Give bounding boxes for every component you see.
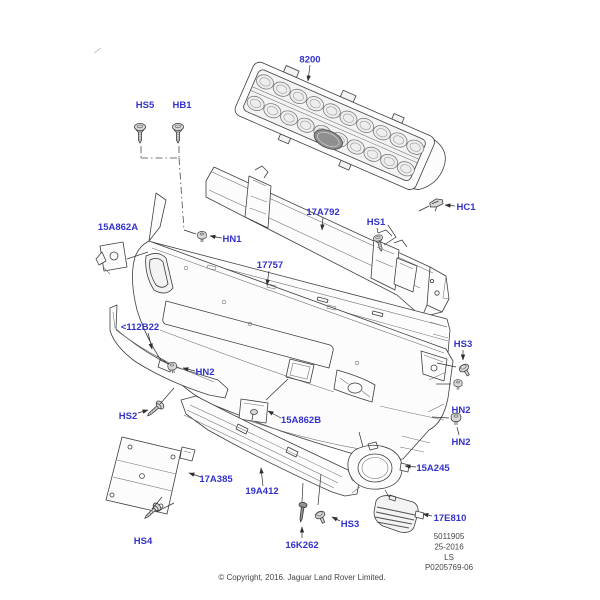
tick-mark xyxy=(93,47,102,54)
callout-15a862a[interactable]: 15A862A xyxy=(98,222,138,233)
screw-icon-hs3-right xyxy=(457,362,473,379)
callout-hs2[interactable]: HS2 xyxy=(119,411,137,422)
bracket-15a862b xyxy=(238,398,269,424)
radiator-grille-8200 xyxy=(234,61,446,191)
valance-19a412 xyxy=(180,395,361,497)
callout-112b22[interactable]: <112B22 xyxy=(121,322,159,333)
nut-icon-hn2-right-upper xyxy=(453,379,463,390)
callout-15a862b[interactable]: 15A862B xyxy=(281,415,321,426)
nut-icon-hn1 xyxy=(197,231,207,243)
callout-17a385[interactable]: 17A385 xyxy=(199,474,233,485)
stamp-line-3: LS xyxy=(444,553,454,562)
clip-icon-hc1 xyxy=(428,197,445,213)
copyright-notice: © Copyright, 2016. Jaguar Land Rover Lim… xyxy=(218,573,385,582)
callout-19a412[interactable]: 19A412 xyxy=(245,486,278,497)
callout-hs3-bottom[interactable]: HS3 xyxy=(341,519,359,530)
stamp-line-1: 5011905 xyxy=(434,532,465,541)
callout-15a245[interactable]: 15A245 xyxy=(416,463,450,474)
callout-8200[interactable]: 8200 xyxy=(299,55,320,66)
stamp-line-4: P0205769-06 xyxy=(425,563,474,572)
foglamp-grille-17e810 xyxy=(373,494,425,533)
callout-hs1[interactable]: HS1 xyxy=(367,217,386,228)
callout-hc1[interactable]: HC1 xyxy=(456,202,476,213)
screw-icon-hs2 xyxy=(144,399,166,420)
callout-hs5[interactable]: HS5 xyxy=(136,100,155,111)
leader-lines xyxy=(126,64,466,538)
callout-hn2-right-upper[interactable]: HN2 xyxy=(451,405,470,416)
drawing-stamp: 5011905 25-2016 LS P0205769-06 xyxy=(425,532,474,572)
pin-icon-hs3-bottom xyxy=(313,509,329,526)
callout-hb1[interactable]: HB1 xyxy=(172,100,192,111)
screw-icon-hs5 xyxy=(134,123,146,144)
callout-17a792[interactable]: 17A792 xyxy=(306,207,339,218)
spoiler-112b22 xyxy=(109,304,229,399)
land-rover-badge xyxy=(313,129,343,150)
license-plate-bracket-17a385 xyxy=(105,436,196,515)
callout-17e810[interactable]: 17E810 xyxy=(434,513,467,524)
callout-17757[interactable]: 17757 xyxy=(257,260,283,271)
callout-hn1[interactable]: HN1 xyxy=(222,234,242,245)
callout-hn2-left[interactable]: HN2 xyxy=(195,367,214,378)
callout-hs3-right[interactable]: HS3 xyxy=(454,339,472,350)
stamp-line-2: 25-2016 xyxy=(434,543,464,552)
bracket-15a862a xyxy=(95,241,128,275)
screw-icon-16k262 xyxy=(296,501,308,523)
impact-bar-17a792 xyxy=(205,165,450,318)
callout-16k262[interactable]: 16K262 xyxy=(285,540,318,551)
screw-icon-hb1 xyxy=(172,123,184,144)
callout-hs4[interactable]: HS4 xyxy=(134,536,153,547)
callout-hn2-right-lower[interactable]: HN2 xyxy=(451,437,470,448)
